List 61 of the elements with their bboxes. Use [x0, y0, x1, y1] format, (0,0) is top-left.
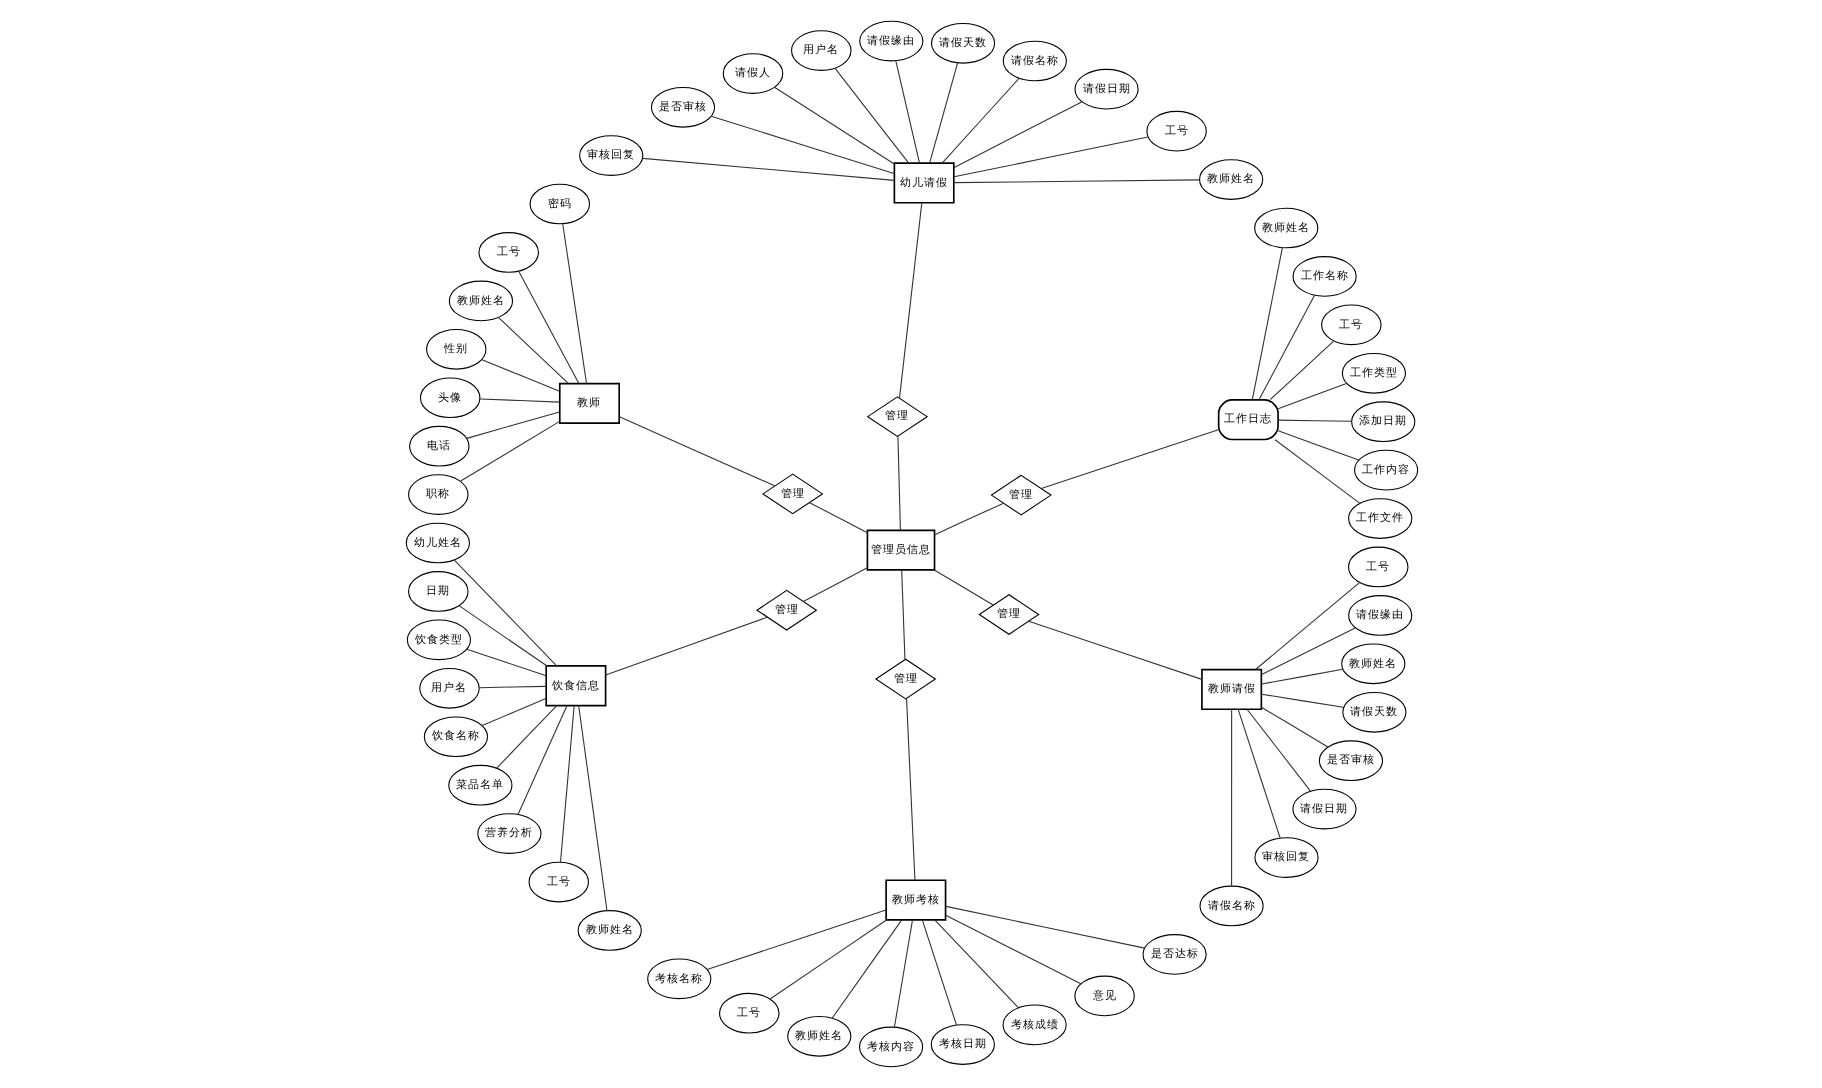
- connector: [1250, 247, 1282, 401]
- connector: [940, 77, 1019, 164]
- connector: [457, 605, 547, 667]
- connector: [452, 559, 557, 667]
- connector: [920, 919, 957, 1026]
- connector: [604, 616, 767, 676]
- connector: [1230, 708, 1232, 887]
- connector: [944, 914, 1081, 985]
- connector: [1260, 627, 1355, 675]
- connector: [932, 569, 993, 606]
- connector: [1268, 340, 1334, 401]
- connector: [1259, 706, 1328, 748]
- connector: [1236, 708, 1280, 839]
- connector: [833, 67, 909, 164]
- connector: [892, 919, 913, 1028]
- connector: [641, 157, 894, 181]
- connector: [459, 420, 560, 482]
- connector: [944, 905, 1145, 949]
- connector: [900, 569, 905, 660]
- connector: [898, 202, 922, 399]
- connector: [952, 179, 1200, 184]
- connector: [952, 101, 1082, 169]
- connector: [801, 567, 867, 602]
- connector: [1260, 668, 1343, 685]
- connector: [465, 648, 546, 677]
- connector: [1276, 382, 1347, 410]
- connector: [1245, 709, 1310, 792]
- connector: [496, 316, 568, 384]
- connector: [517, 270, 579, 384]
- connector: [1273, 439, 1360, 504]
- connector: [477, 685, 546, 689]
- connector: [705, 909, 886, 971]
- connector: [465, 411, 559, 439]
- connector: [952, 136, 1148, 178]
- connector: [896, 435, 900, 531]
- connector: [894, 60, 919, 164]
- connector: [830, 919, 902, 1019]
- connector: [516, 705, 567, 815]
- connector: [933, 919, 1018, 1009]
- connector: [480, 697, 546, 727]
- connector: [558, 705, 574, 863]
- connector: [577, 705, 607, 912]
- connector: [561, 223, 587, 385]
- connector: [617, 416, 775, 487]
- connector: [1027, 620, 1202, 680]
- connector: [905, 697, 915, 881]
- connector: [808, 502, 867, 534]
- connector: [1257, 294, 1315, 401]
- connector: [1253, 582, 1360, 670]
- connector: [773, 87, 894, 165]
- connector: [1039, 429, 1218, 489]
- connector: [709, 115, 894, 175]
- connector: [1260, 693, 1344, 708]
- connector: [1276, 419, 1352, 422]
- connector: [495, 705, 557, 769]
- connector: [480, 359, 560, 392]
- connector: [928, 62, 958, 164]
- connector: [768, 919, 886, 1000]
- connector: [478, 398, 560, 403]
- connector: [933, 502, 1004, 536]
- connector: [1276, 430, 1359, 461]
